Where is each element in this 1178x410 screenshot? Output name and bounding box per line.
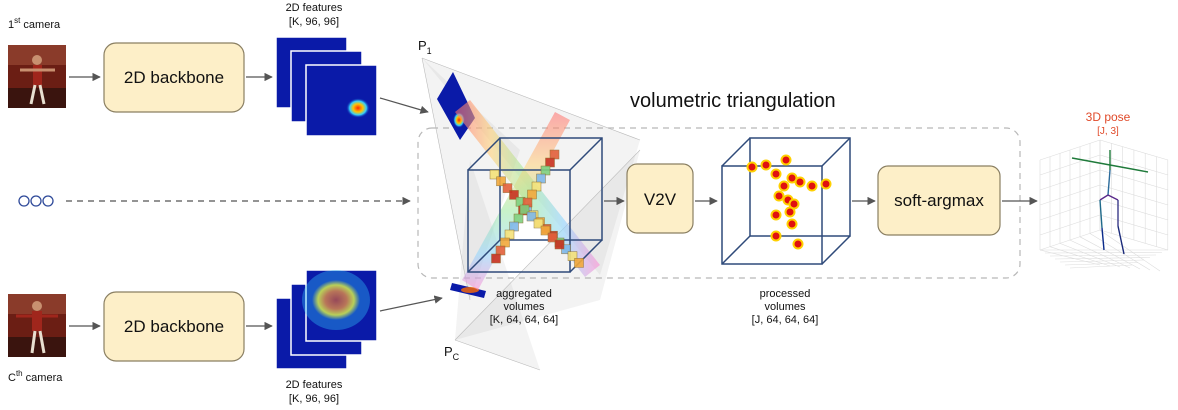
output-shape: [J, 3] [1097,126,1119,137]
joint-heatmap-dot [792,238,804,250]
voxel [504,229,515,240]
grid-line [1044,252,1163,254]
processed-line2: volumes [765,301,806,313]
grid-line [1054,257,1151,260]
grid-line [1089,233,1151,271]
grid-line [1039,139,1101,161]
voxel [496,176,506,187]
voxel [561,244,571,255]
camera-bottom-image [8,294,66,357]
aggregated-line1: aggregated [496,288,552,300]
backbone-bottom-box [103,291,245,362]
v2v-label: V2V [644,190,677,209]
features-bottom-stack [275,269,378,370]
output-title: 3D pose [1086,110,1131,124]
voxel [554,239,565,250]
features-top-shape: [K, 96, 96] [289,16,339,28]
joint-heatmap-dot [770,209,782,221]
voxel [509,190,519,200]
features-bottom-title: 2D features [286,379,343,391]
voxel [491,253,501,264]
voxel [540,225,551,236]
v2v-box [626,163,694,234]
voxel [545,157,555,168]
grid-line [1049,254,1157,257]
voxel [526,211,537,222]
aggregated-voxels [489,149,584,268]
aggregated-shape: [K, 64, 64, 64] [490,314,559,326]
projection-top-label: P1 [418,38,432,56]
volumetric-triangulation-region [417,127,1021,279]
grid-line [1064,262,1139,266]
processed-volume-cube [721,137,851,265]
arrow-features-bottom-to-projection [379,295,443,312]
processed-line1: processed [760,288,811,300]
voxel [502,183,513,193]
joint-heatmap-dot [820,178,832,190]
grid-line [1059,259,1145,263]
joint-heatmap-dot [770,168,782,180]
features-top-title: 2D features [286,2,343,14]
joint-heatmap-dot [746,161,758,173]
joint-heatmap-dot [773,190,785,202]
voxel [549,149,560,160]
camera-bottom-label: Cth camera [8,369,63,384]
backbone-top-box [103,42,245,113]
joint-heatmap-dot [780,154,792,166]
voxel [527,189,537,200]
features-bottom-shape: [K, 96, 96] [289,393,339,405]
voxel [574,258,584,268]
grid-line [1099,229,1169,251]
voxel [513,213,524,224]
joint-heatmap-dot [760,159,772,171]
backbone-bottom-label: 2D backbone [124,317,224,336]
processed-shape: [J, 64, 64, 64] [752,314,819,326]
voxel [489,169,500,180]
softargmax-label: soft-argmax [894,191,984,210]
voxel [547,232,558,243]
softargmax-box [877,165,1001,236]
aggregated-line2: volumes [504,301,545,313]
grid-line [1099,229,1161,272]
grid-line [1059,243,1121,268]
grid-line [1049,246,1111,267]
voxel [567,251,578,261]
joint-heatmap-dot [806,180,818,192]
grid-line [1039,249,1101,266]
more-cameras-dots [18,195,54,207]
grid-line [1069,264,1133,269]
voxel [495,245,506,256]
backbone-top-label: 2D backbone [124,68,224,87]
output-3d-grid [1039,139,1169,272]
joint-heatmap-dot [770,230,782,242]
joint-heatmap-dot [794,176,806,188]
voxel [519,204,530,215]
joint-heatmap-dot [786,218,798,230]
joint-heatmap-dot [784,206,796,218]
voxel [533,218,544,229]
output-skeleton [1071,150,1149,255]
voxel [531,181,542,192]
voxel [500,237,510,248]
camera-top-label: 1st camera [8,16,61,31]
camera-top-image [8,45,66,108]
features-top-stack [275,36,378,137]
voxel [536,173,546,184]
processed-joint-heatmaps [746,154,832,250]
section-title: volumetric triangulation [630,90,836,112]
projection-bottom-label: PC [444,344,460,362]
voxel [509,221,519,232]
projected-heatmap-bottom [450,283,486,298]
joint-heatmap-dot [778,180,790,192]
arrow-features-top-to-projection [379,97,429,114]
voxel [540,165,551,176]
